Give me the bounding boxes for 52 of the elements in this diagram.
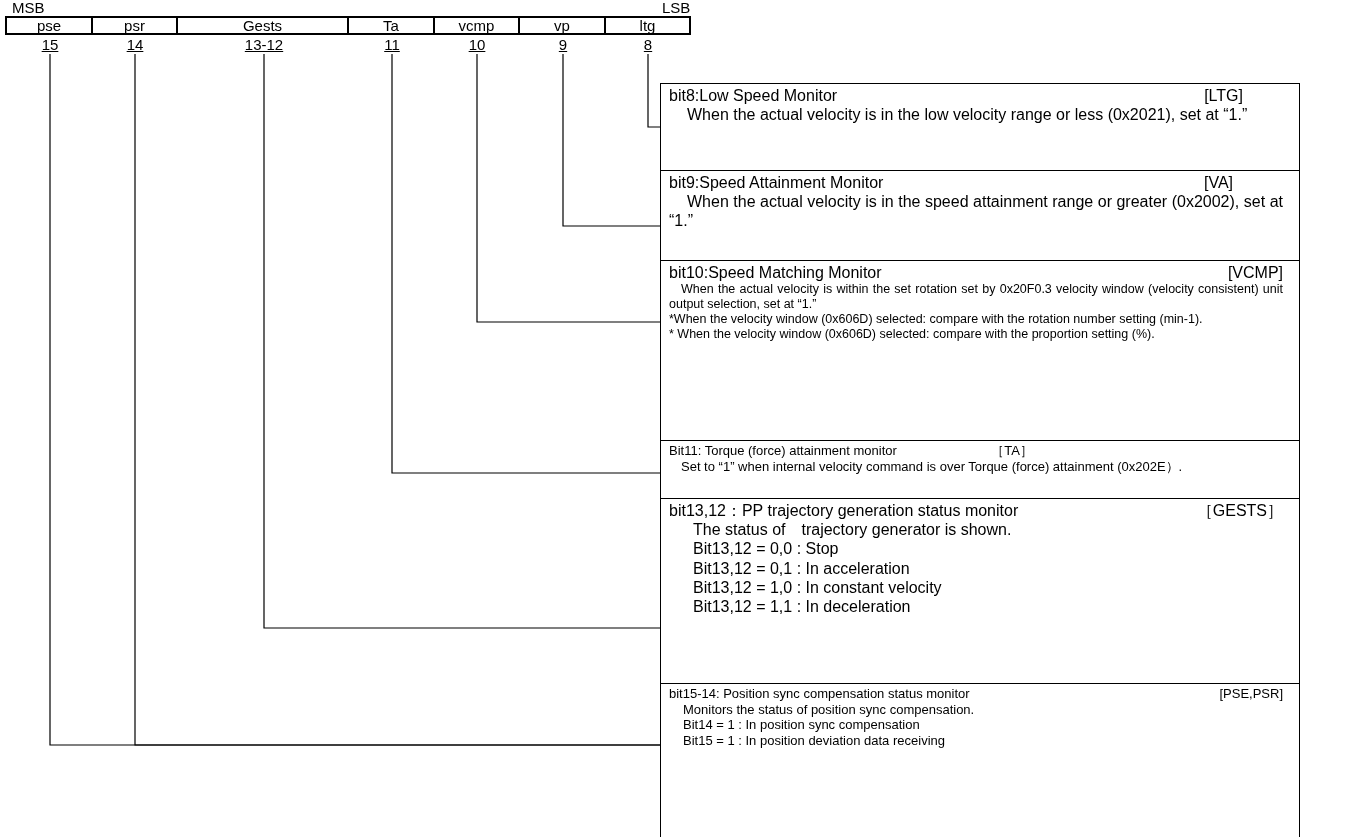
register-field: Gests bbox=[176, 16, 349, 35]
description-text: Bit13,12 = 0,1 : In acceleration bbox=[692, 558, 911, 578]
bit-title: bit15-14: Position sync compensation status monitor bbox=[669, 686, 970, 702]
bit-title: Bit11: Torque (force) attainment monitor bbox=[669, 443, 897, 459]
bit-number: 13-12 bbox=[244, 36, 284, 53]
register-field: Ta bbox=[347, 16, 435, 35]
description-text: *When the velocity window (0x606D) selected: compare with the rotation number setting (min-1). bbox=[669, 312, 1204, 328]
description-text: Bit15 = 1 : In position deviation data receiving bbox=[682, 732, 946, 749]
description-text: Bit13,12 = 0,0 : Stop bbox=[692, 539, 840, 559]
signal-tag: [VCMP] bbox=[1227, 263, 1283, 283]
bit-number: 14 bbox=[126, 36, 144, 53]
leader-line bbox=[476, 53, 661, 323]
description-text: When the actual velocity is within the set rotation set by 0x20F0.3 velocity window (velocity consistent) unit output selection, set at “1.” bbox=[669, 282, 1283, 313]
description-text: Bit13,12 = 1,1 : In deceleration bbox=[692, 596, 912, 617]
description-box bbox=[660, 440, 1300, 499]
bit-title: bit13,12：PP trajectory generation status monitor bbox=[669, 501, 1019, 521]
description-box bbox=[660, 683, 1300, 837]
bit-number: 15 bbox=[41, 36, 59, 53]
bit-number: 11 bbox=[384, 36, 400, 53]
register-field: vp bbox=[518, 16, 606, 35]
description-box bbox=[660, 498, 1300, 684]
leader-line bbox=[263, 53, 661, 629]
description-text: When the actual velocity is in the speed attainment range or greater (0x2002), set at “1.” bbox=[669, 192, 1283, 231]
lsb-label: LSB bbox=[662, 0, 691, 16]
description-text: The status of trajectory generator is shown. bbox=[692, 520, 1013, 540]
register-field: psr bbox=[91, 16, 178, 35]
bit-title: bit8:Low Speed Monitor bbox=[669, 86, 838, 106]
leader-line bbox=[391, 53, 661, 474]
signal-tag: ［TA］ bbox=[991, 443, 1033, 459]
description-text: When the actual velocity is in the low velocity range or less (0x2021), set at “1.” bbox=[686, 105, 1249, 125]
bit-title: bit9:Speed Attainment Monitor bbox=[669, 173, 884, 193]
bit-number: 9 bbox=[558, 36, 568, 53]
leader-line bbox=[562, 53, 661, 227]
description-text: Monitors the status of position sync compensation. bbox=[682, 701, 976, 718]
signal-tag: [PSE,PSR] bbox=[1219, 686, 1283, 702]
signal-tag: ［GESTS］ bbox=[1196, 501, 1283, 521]
description-text: Set to “1” when internal velocity command is over Torque (force) attainment (0x202E）. bbox=[680, 458, 1184, 475]
bit-number: 10 bbox=[468, 36, 486, 53]
signal-tag: [LTG] bbox=[1204, 86, 1243, 106]
msb-label: MSB bbox=[12, 0, 45, 16]
description-text: * When the velocity window (0x606D) selected: compare with the proportion setting (%). bbox=[669, 327, 1156, 343]
register-field: pse bbox=[5, 16, 93, 35]
bit-number: 8 bbox=[643, 36, 653, 53]
description-box bbox=[660, 260, 1300, 441]
bit-title: bit10:Speed Matching Monitor bbox=[669, 263, 882, 283]
description-box bbox=[660, 170, 1300, 261]
register-field: vcmp bbox=[433, 16, 520, 35]
signal-tag: [VA] bbox=[1203, 173, 1233, 193]
description-text: Bit13,12 = 1,0 : In constant velocity bbox=[692, 577, 943, 597]
leader-line bbox=[647, 53, 661, 128]
description-box bbox=[660, 83, 1300, 171]
description-text: Bit14 = 1 : In position sync compensation bbox=[682, 717, 921, 733]
